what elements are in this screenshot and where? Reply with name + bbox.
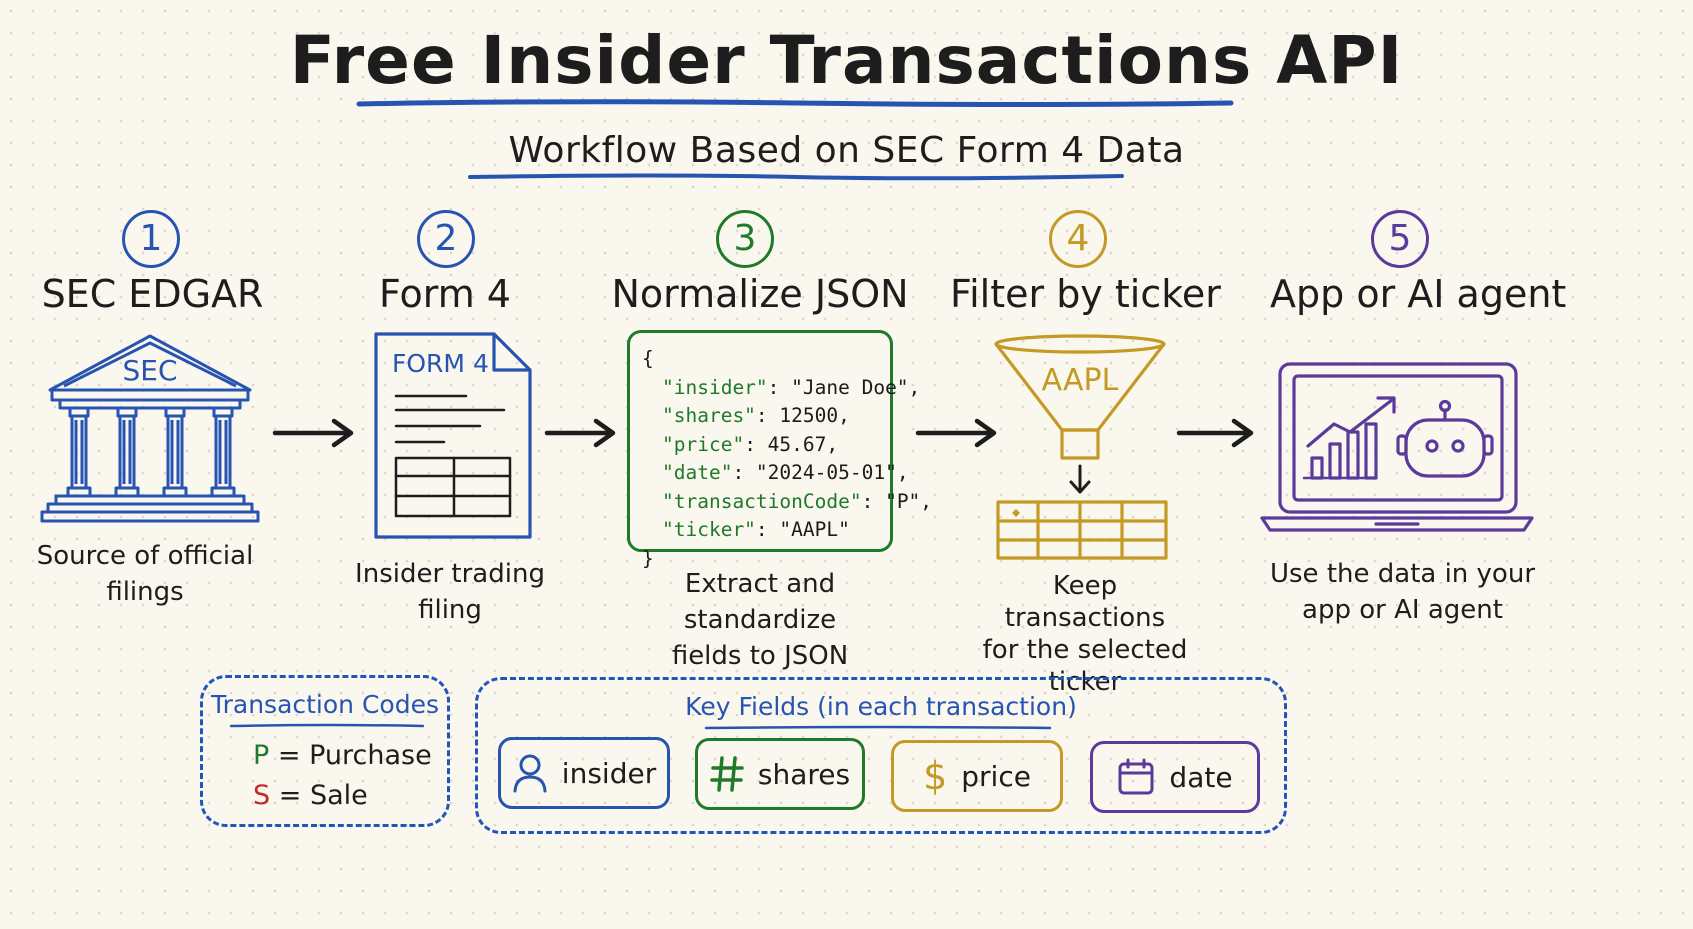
page-title: Free Insider Transactions API <box>289 22 1404 99</box>
transaction-code-row: P = Purchase <box>253 740 432 771</box>
transaction-codes-underline <box>229 723 425 728</box>
arrow-right-icon <box>1176 418 1254 448</box>
arrow-right-icon <box>544 418 616 448</box>
funnel-icon: AAPL <box>994 334 1168 560</box>
field-insider-label: insider <box>561 756 657 790</box>
arrow-right-icon <box>915 418 997 448</box>
field-insider: insider <box>498 737 670 809</box>
field-price: $ price <box>891 740 1063 812</box>
field-shares-label: shares <box>757 757 851 791</box>
step-4-title: Filter by ticker <box>950 272 1221 316</box>
field-price-label: price <box>961 759 1031 793</box>
step-2-title: Form 4 <box>379 272 511 316</box>
json-line: "insider": "Jane Doe", <box>662 375 921 399</box>
subtitle-underline <box>468 173 1124 181</box>
transaction-codes-title: Transaction Codes <box>211 690 439 719</box>
field-shares: shares <box>695 738 865 810</box>
json-code-box: { "insider": "Jane Doe", "shares": 12500… <box>627 330 933 570</box>
field-date: date <box>1090 741 1260 813</box>
key-fields-title: Key Fields (in each transaction) <box>685 692 1077 721</box>
json-line: "date": "2024-05-01", <box>662 461 909 484</box>
field-date-label: date <box>1169 760 1233 794</box>
laptop-robot-icon <box>1260 362 1534 532</box>
person-icon <box>513 754 547 793</box>
calendar-icon <box>1118 758 1154 795</box>
dollar-icon: $ <box>923 754 948 798</box>
step-5-title: App or AI agent <box>1270 272 1567 316</box>
step-2-number: 2 <box>417 210 475 268</box>
hash-icon <box>710 756 744 792</box>
json-close-brace: } <box>642 546 654 570</box>
step-3-number: 3 <box>716 210 774 268</box>
transaction-code-row: S = Sale <box>253 780 368 811</box>
page-subtitle: Workflow Based on SEC Form 4 Data <box>508 130 1185 171</box>
json-line: "transactionCode": "P", <box>662 489 933 513</box>
json-line: "ticker": "AAPL" <box>662 518 850 541</box>
step-1-title: SEC EDGAR <box>41 272 264 316</box>
step-4-number: 4 <box>1049 210 1107 268</box>
form-document-label: FORM 4 <box>392 349 489 378</box>
sec-building-icon: SEC <box>40 334 260 523</box>
transaction-codes-panel: Transaction Codes P = Purchase S = Sale <box>200 675 450 827</box>
json-line: "shares": 12500, <box>662 404 850 427</box>
funnel-label: AAPL <box>1042 363 1119 398</box>
step-5-number: 5 <box>1371 210 1429 268</box>
sec-building-label: SEC <box>122 354 177 387</box>
title-underline <box>356 99 1234 107</box>
json-open-brace: { <box>642 347 654 370</box>
step-1-number: 1 <box>122 210 180 268</box>
step-3-title: Normalize JSON <box>611 272 909 316</box>
form-document-icon: FORM 4 <box>374 332 532 539</box>
key-fields-panel: Key Fields (in each transaction) <box>475 677 1287 834</box>
key-fields-underline <box>704 725 1052 730</box>
json-line: "price": 45.67, <box>662 432 839 456</box>
arrow-right-icon <box>272 418 354 448</box>
